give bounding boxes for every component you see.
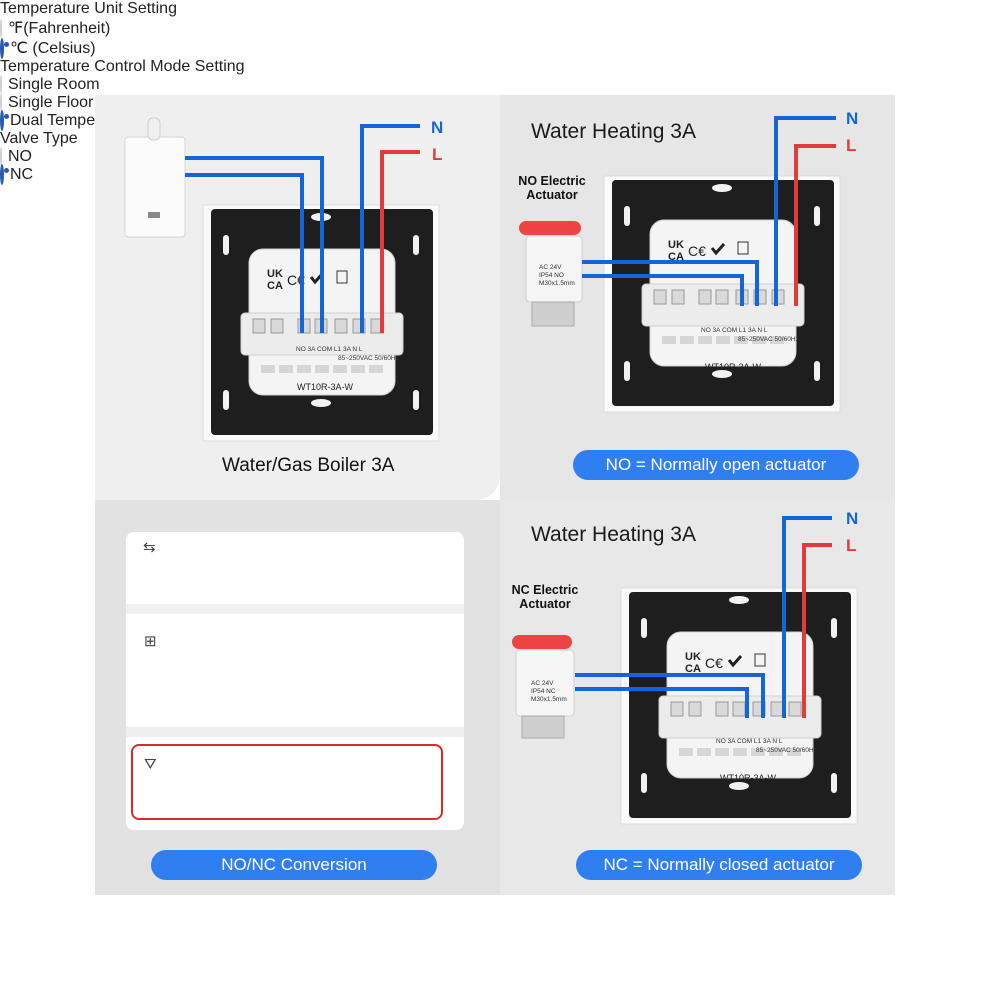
radio-icon (0, 75, 2, 94)
neutral-label: N (846, 109, 859, 128)
radio-icon (0, 19, 2, 38)
grid-icon: ⊞ (144, 633, 157, 650)
nc-actuator-label: NC Electric Actuator (511, 583, 579, 611)
model-label: WT10R-3A-W (297, 382, 353, 392)
rating-label: 85~250VAC 50/60Hz (738, 336, 799, 343)
terminal-labels: NO 3A COM L1 3A N L (701, 327, 768, 334)
valve-type-highlight (131, 744, 443, 820)
unit-setting-title: Temperature Unit Setting (0, 0, 177, 17)
swap-arrows-icon: ⇆ (143, 539, 156, 556)
valve-icon: ⛛ (144, 756, 157, 773)
radio-selected-icon (0, 164, 4, 185)
nc-actuator-spec: AC 24V IP54 NC M30x1.5mm (531, 680, 567, 703)
option-label: ℃ (Celsius) (10, 40, 96, 57)
radio-icon (0, 93, 2, 112)
heading-no: Water Heating 3A (531, 120, 696, 143)
card-divider (126, 727, 464, 737)
radio-icon (0, 147, 2, 166)
card-divider (126, 604, 464, 614)
neutral-label: N (846, 509, 859, 528)
heading-nc: Water Heating 3A (531, 523, 696, 546)
live-label: L (846, 536, 857, 555)
mode-single-room-option[interactable]: Single Room (0, 75, 990, 94)
mode-setting-title: Temperature Control Mode Setting (0, 58, 245, 75)
radio-selected-icon (0, 38, 4, 59)
live-label: L (846, 136, 857, 155)
terminal-labels: NO 3A COM L1 3A N L (716, 738, 783, 745)
no-pill: NO = Normally open actuator (573, 450, 859, 480)
conversion-pill: NO/NC Conversion (151, 850, 437, 880)
model-label: WT10R-3A-W (705, 362, 761, 372)
settings-card (126, 532, 464, 830)
option-label: Single Room (8, 76, 100, 93)
valve-type-title: Valve Type (0, 130, 78, 147)
option-label: NC (10, 166, 34, 183)
no-actuator-spec: AC 24V IP54 NO M30x1.5mm (539, 264, 575, 287)
option-label: Single Floor (8, 94, 94, 111)
boiler-caption: Water/Gas Boiler 3A (222, 455, 395, 476)
panel-no-actuator (500, 95, 895, 500)
neutral-label: N (431, 118, 444, 137)
option-label: NO (8, 148, 32, 165)
valve-no-option[interactable]: NO (0, 147, 990, 166)
radio-selected-icon (0, 110, 4, 131)
model-label: WT10R-3A-W (720, 773, 776, 783)
nc-pill: NC = Normally closed actuator (576, 850, 862, 880)
unit-celsius-option[interactable]: ℃ (Celsius) (0, 38, 990, 59)
rating-label: 85~250VAC 50/60Hz (756, 747, 817, 754)
no-actuator-label: NO Electric Actuator (518, 174, 586, 202)
option-label: ℉(Fahrenheit) (8, 20, 111, 37)
rating-label: 85~250VAC 50/60Hz (338, 355, 399, 362)
live-label: L (432, 145, 443, 164)
valve-nc-option[interactable]: NC (0, 164, 990, 185)
unit-fahrenheit-option[interactable]: ℉(Fahrenheit) (0, 18, 990, 38)
terminal-labels: NO 3A COM L1 3A N L (296, 346, 363, 353)
mode-single-floor-option[interactable]: Single Floor (0, 93, 990, 112)
